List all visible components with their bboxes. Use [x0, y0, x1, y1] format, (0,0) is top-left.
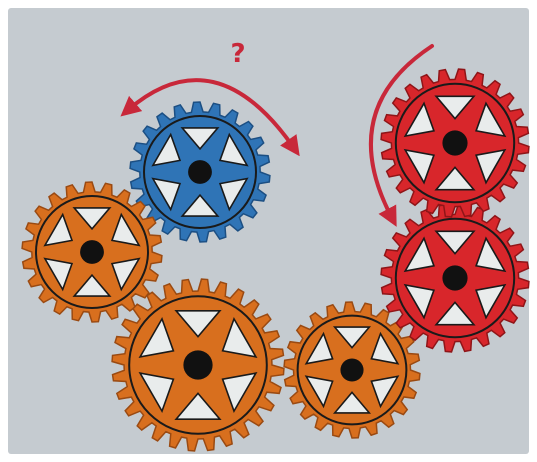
- gear-hub: [340, 358, 363, 381]
- gear-orange-large: [112, 279, 284, 451]
- gear-hub: [183, 350, 212, 379]
- gear-hub: [442, 130, 467, 155]
- gear-hub: [442, 265, 467, 290]
- question-mark: ?: [230, 39, 245, 69]
- gear-hub: [80, 240, 104, 264]
- gear-hub: [188, 160, 212, 184]
